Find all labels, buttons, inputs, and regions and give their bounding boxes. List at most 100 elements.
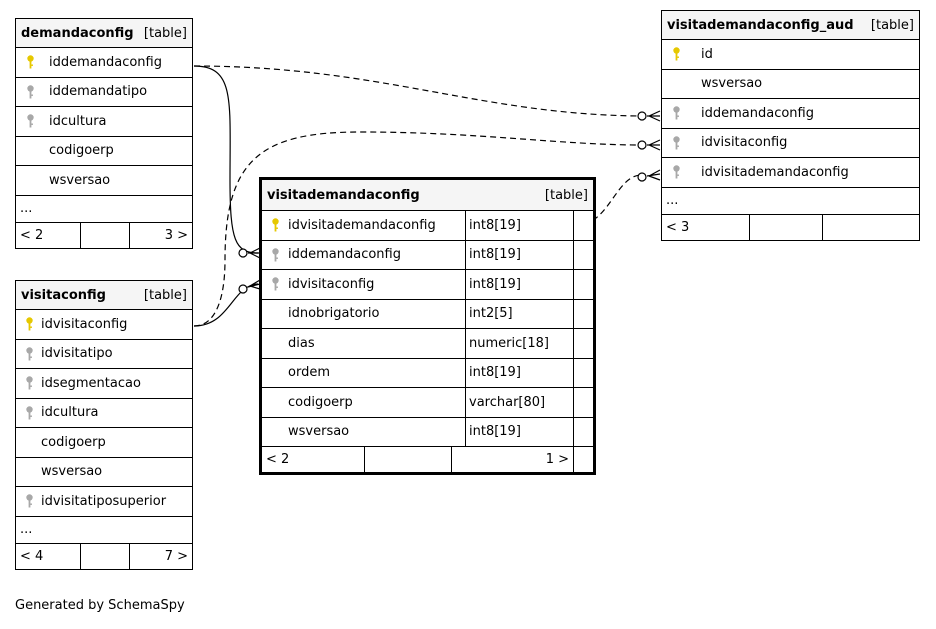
foreign-key-icon	[672, 135, 681, 150]
column-name: iddemandaconfig	[701, 105, 814, 121]
table-visitaconfig[interactable]: visitaconfig [table] idvisitaconfig idvis…	[15, 280, 193, 570]
column-name: idvisitademandaconfig	[288, 217, 436, 233]
parents-count[interactable]: < 2	[20, 227, 44, 243]
column-row[interactable]: iddemandaconfig	[16, 48, 192, 78]
link-demandaconfig-visitademandaconfig	[193, 65, 259, 254]
column-name: idvisitatiposuperior	[41, 493, 167, 509]
column-gutter	[574, 418, 593, 447]
column-type: int8[19]	[466, 417, 574, 446]
crowfoot-aud-idvisitademandaconfig	[637, 169, 661, 182]
table-type-tag: [table]	[870, 17, 914, 33]
column-gutter	[574, 241, 593, 270]
table-type-tag: [table]	[143, 287, 187, 303]
column-name: wsversao	[49, 172, 111, 188]
children-count[interactable]: 1 >	[451, 447, 574, 472]
column-gutter	[574, 359, 593, 388]
column-gutter	[574, 300, 593, 329]
footer-spacer	[364, 447, 451, 472]
more-columns-indicator: ...	[16, 196, 192, 223]
column-type: varchar[80]	[466, 388, 574, 417]
link-visitaconfig-visitademandaconfig	[193, 283, 259, 327]
column-row[interactable]: idcultura	[16, 107, 192, 137]
column-row[interactable]: iddemandatipo	[16, 78, 192, 107]
column-row[interactable]: idsegmentacao	[16, 369, 192, 399]
table-visitademandaconfig-aud[interactable]: visitademandaconfig_aud [table] id wsvers…	[661, 10, 920, 241]
column-row[interactable]: codigoerp	[16, 137, 192, 166]
column-name: iddemandaconfig	[49, 54, 162, 70]
column-name: ordem	[288, 365, 330, 381]
parents-count[interactable]: < 2	[266, 452, 290, 467]
column-row[interactable]: iddemandaconfig int8[19]	[262, 240, 593, 270]
column-name: codigoerp	[49, 143, 114, 159]
children-count[interactable]: 3 >	[129, 222, 192, 248]
column-row[interactable]: wsversao	[662, 70, 919, 99]
foreign-key-icon	[26, 84, 35, 99]
column-name: idvisitaconfig	[288, 276, 375, 292]
column-name: idcultura	[49, 113, 107, 129]
table-name: visitaconfig	[21, 287, 106, 303]
children-count[interactable]	[822, 214, 919, 240]
column-row[interactable]: idcultura	[16, 399, 192, 428]
children-count[interactable]: 7 >	[129, 543, 192, 569]
foreign-key-icon	[672, 165, 681, 180]
column-gutter	[574, 329, 593, 358]
generated-by-footer: Generated by SchemaSpy	[15, 598, 185, 613]
column-row[interactable]: iddemandaconfig	[662, 99, 919, 129]
column-row[interactable]: idvisitatiposuperior	[16, 487, 192, 517]
foreign-key-icon	[25, 405, 34, 420]
primary-key-icon	[672, 47, 681, 62]
column-row[interactable]: idvisitademandaconfig int8[19]	[262, 211, 593, 241]
column-name: dias	[288, 335, 315, 351]
foreign-key-icon	[25, 376, 34, 391]
column-type: int2[5]	[466, 299, 574, 328]
table-visitademandaconfig[interactable]: visitademandaconfig [table] idvisitadema…	[259, 177, 596, 475]
column-row[interactable]: wsversao	[16, 166, 192, 196]
table-footer: < 2 3 >	[16, 222, 192, 248]
column-name: idvisitaconfig	[41, 316, 128, 332]
column-row[interactable]: idvisitaconfig	[662, 129, 919, 158]
parents-count[interactable]: < 3	[666, 219, 690, 235]
column-row[interactable]: id	[662, 40, 919, 70]
link-demandaconfig-aud	[193, 65, 643, 117]
column-name: idvisitademandaconfig	[701, 164, 849, 180]
footer-spacer	[749, 214, 822, 240]
column-name: wsversao	[41, 464, 103, 480]
column-row[interactable]: idvisitademandaconfig	[662, 158, 919, 188]
table-header: visitademandaconfig_aud [table]	[662, 11, 919, 40]
table-footer: < 4 7 >	[16, 543, 192, 569]
foreign-key-icon	[25, 494, 34, 509]
table-demandaconfig[interactable]: demandaconfig [table] iddemandaconfig idd…	[15, 18, 193, 249]
table-header: visitaconfig [table]	[16, 281, 192, 310]
column-gutter	[574, 211, 593, 240]
table-name: visitademandaconfig	[267, 187, 420, 203]
column-row[interactable]: codigoerp	[16, 428, 192, 458]
foreign-key-icon	[271, 247, 280, 262]
crowfoot-aud-idvisitaconfig	[637, 139, 661, 151]
table-footer: < 3	[662, 214, 919, 240]
table-name: demandaconfig	[21, 25, 134, 41]
foreign-key-icon	[25, 346, 34, 361]
column-row[interactable]: idvisitatipo	[16, 340, 192, 369]
table-type-tag: [table]	[544, 187, 588, 203]
column-gutter	[574, 388, 593, 417]
foreign-key-icon	[271, 277, 280, 292]
column-name: wsversao	[701, 76, 763, 92]
column-name: idvisitatipo	[41, 346, 113, 362]
column-row[interactable]: wsversao	[16, 458, 192, 487]
link-visitaconfig-aud	[193, 131, 643, 327]
column-name: iddemandaconfig	[288, 247, 401, 263]
column-name: codigoerp	[41, 434, 106, 450]
table-type-tag: [table]	[143, 25, 187, 41]
table-footer: < 2 1 >	[262, 447, 593, 472]
column-type: int8[19]	[466, 240, 574, 269]
column-row[interactable]: idvisitaconfig	[16, 310, 192, 340]
crowfoot-idvisitaconfig	[238, 279, 261, 294]
parents-count[interactable]: < 4	[20, 548, 44, 564]
column-type: int8[19]	[466, 211, 574, 240]
